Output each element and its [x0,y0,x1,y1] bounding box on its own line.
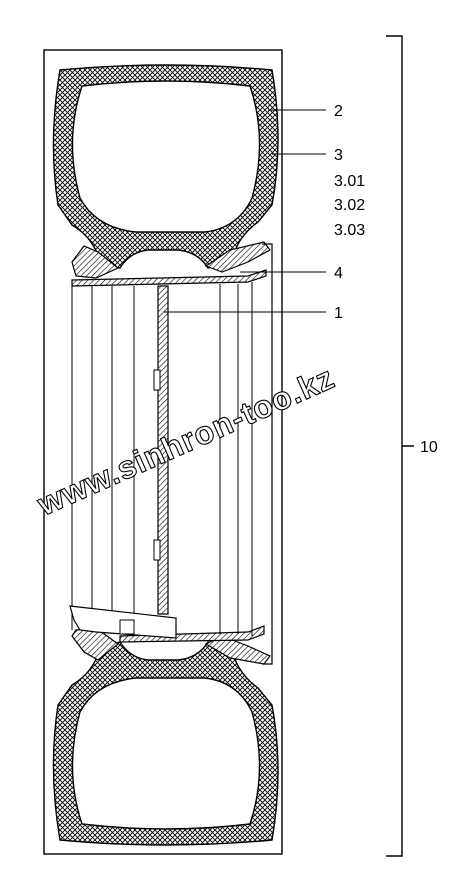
rim-flange-right [262,243,273,665]
disc-bolt-top [153,369,161,391]
valve-cap [119,619,135,635]
bracket-10 [386,35,414,857]
label-3-02: 3.02 [334,197,365,214]
wheel-disc [157,285,169,615]
label-1: 1 [334,305,343,322]
label-4: 4 [334,265,343,282]
tyre-top [52,64,279,269]
label-3-03: 3.03 [334,222,365,239]
bead-top-left [71,245,120,279]
watermark-text: www.sinhron-too.kz [31,359,340,523]
label-2: 2 [334,103,343,120]
bead-bottom-left [71,627,119,661]
label-10: 10 [420,439,438,456]
label-3-01: 3.01 [334,173,365,190]
outer-frame [43,49,283,855]
bead-top-right [204,241,271,273]
tyre-bottom [52,641,279,846]
rim-base-bottom [119,625,265,643]
disc-bolt-bottom [153,539,161,561]
label-3: 3 [334,147,343,164]
